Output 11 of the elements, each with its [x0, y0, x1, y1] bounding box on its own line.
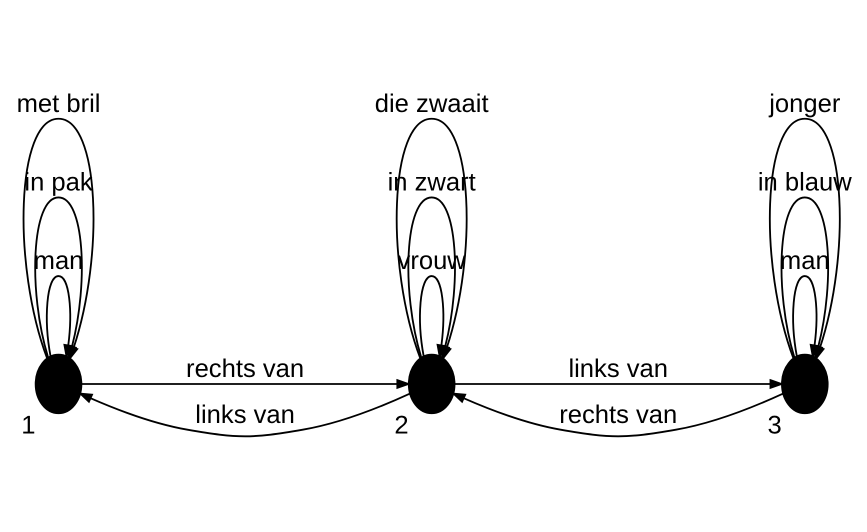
edge-label: jonger	[769, 90, 840, 118]
edge-label: die zwaait	[374, 90, 489, 118]
edge-label: rechts van	[186, 355, 304, 384]
edge-label: rechts van	[559, 400, 678, 429]
node-label: 3	[768, 412, 782, 440]
node-label: 1	[21, 412, 36, 440]
edge-label: man	[34, 247, 84, 276]
edge-label: links van	[195, 400, 295, 429]
edge-label: links van	[568, 355, 668, 384]
edge-label: met bril	[16, 90, 100, 118]
node-label: 2	[394, 412, 409, 440]
